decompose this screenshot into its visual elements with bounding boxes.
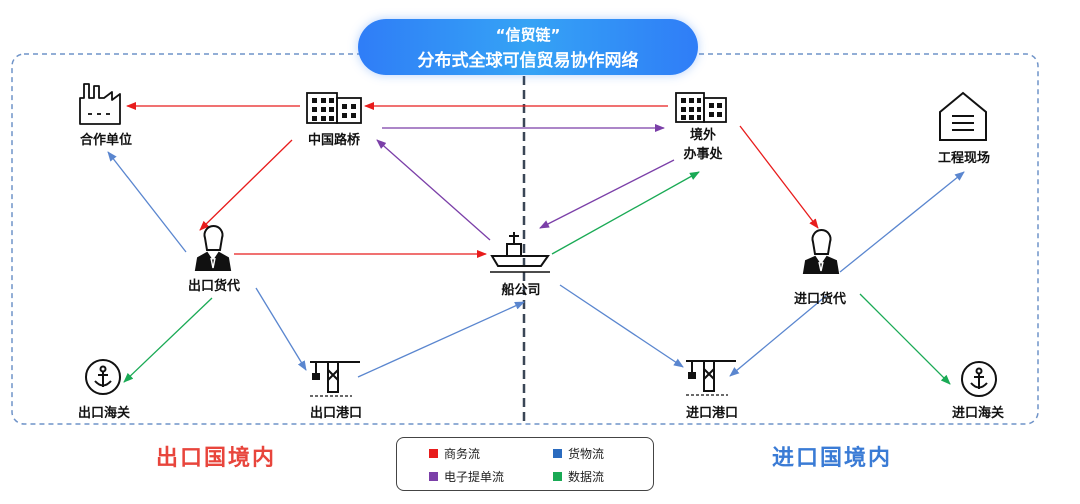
legend-swatch-red <box>429 449 438 458</box>
anchor-icon <box>961 361 997 397</box>
person-icon <box>194 225 232 271</box>
diagram-title: “信贸链” 分布式全球可信贸易协作网络 <box>358 19 698 75</box>
node-export-customs-label: 出口海关 <box>77 406 130 421</box>
legend-label: 数据流 <box>568 470 605 484</box>
title-line-2: 分布式全球可信贸易协作网络 <box>417 51 639 71</box>
legend-item-goods: 货物流 <box>553 445 604 462</box>
person-icon <box>802 229 840 274</box>
arrow-export-port-to-shipping <box>357 301 525 378</box>
arrow-office-to-shipping <box>539 159 675 229</box>
arrow-export-forwarder-to-partner <box>107 151 187 253</box>
building-icon <box>306 92 362 124</box>
legend-item-ebl: 电子提单流 <box>429 468 504 485</box>
legend: 商务流 货物流 电子提单流 数据流 <box>396 437 654 491</box>
arrow-import-forwarder-to-port <box>729 295 827 377</box>
arrow-office-to-import-forwarder <box>739 125 819 229</box>
crane-icon <box>686 360 736 396</box>
factory-icon <box>79 83 121 125</box>
node-export-forwarder-label: 出口货代 <box>187 279 240 294</box>
title-line-1: “信贸链” <box>495 26 561 44</box>
node-china-bridge-label: 中国路桥 <box>307 133 360 148</box>
node-export-port-label: 出口港口 <box>309 406 362 421</box>
arrow-shipping-to-bridge <box>376 139 491 241</box>
legend-item-data: 数据流 <box>553 468 604 485</box>
node-overseas-office-label-2: 办事处 <box>683 147 723 162</box>
legend-swatch-blue <box>553 449 562 458</box>
legend-swatch-purple <box>429 472 438 481</box>
node-shipping-label: 船公司 <box>501 283 541 298</box>
arrow-shipping-to-office <box>551 171 700 255</box>
anchor-icon <box>85 359 121 395</box>
legend-item-business: 商务流 <box>429 445 480 462</box>
office-building-icon <box>675 92 727 123</box>
arrow-export-forwarder-to-port <box>255 287 307 371</box>
house-icon <box>939 91 987 141</box>
region-import-label: 进口国境内 <box>772 446 893 471</box>
arrow-export-forwarder-to-customs <box>123 297 213 383</box>
region-export-label: 出口国境内 <box>156 446 277 471</box>
node-import-customs-label: 进口海关 <box>951 406 1004 421</box>
legend-label: 商务流 <box>444 447 481 461</box>
node-import-port-label: 进口港口 <box>685 406 738 421</box>
arrow-bridge-to-export-forwarder <box>199 139 293 231</box>
node-overseas-office-label-1: 境外 <box>689 128 716 143</box>
legend-label: 电子提单流 <box>444 470 505 484</box>
arrow-shipping-to-import-port <box>559 284 684 368</box>
arrow-import-forwarder-to-site <box>839 171 965 273</box>
node-import-forwarder-label: 进口货代 <box>793 292 846 307</box>
crane-icon <box>310 361 360 397</box>
legend-label: 货物流 <box>568 447 605 461</box>
ship-icon <box>490 232 550 273</box>
node-partner-label: 合作单位 <box>79 133 132 148</box>
arrow-import-forwarder-to-customs <box>859 293 951 385</box>
legend-swatch-green <box>553 472 562 481</box>
node-site-label: 工程现场 <box>937 151 990 166</box>
